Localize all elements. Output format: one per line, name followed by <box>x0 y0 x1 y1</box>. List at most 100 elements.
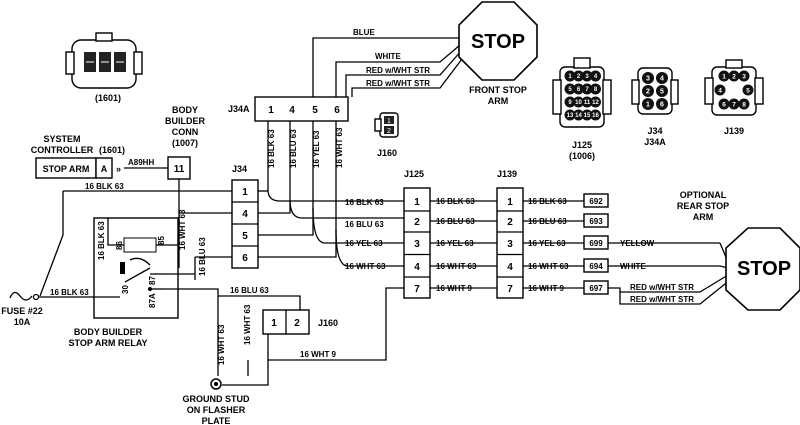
j125-icon-pin-dot <box>590 96 601 108</box>
j34a-bottom-label: J34A <box>644 137 666 147</box>
j34a-label: J34A <box>228 104 250 114</box>
j34-icon-pin-label: 5 <box>660 89 664 96</box>
j125-icon-pin-dot <box>573 70 584 82</box>
j139-out-wire-1: 16 BLK 63 <box>528 197 567 206</box>
j125-label: J125 <box>404 169 424 179</box>
body-builder-conn-ref: (1007) <box>172 138 198 148</box>
j139-pin-7: 7 <box>507 284 513 295</box>
rear-stop-sign-icon <box>725 227 800 311</box>
j125-bottom-label: J125 <box>572 140 592 150</box>
blu-j160-wire-label: 16 BLU 63 <box>230 286 269 295</box>
j139-icon-pin-label: 2 <box>732 73 736 80</box>
system-controller-ref: (1601) <box>99 145 125 155</box>
j34-icon-pin-dot <box>656 72 668 84</box>
j125-icon-pin-dot <box>590 83 601 95</box>
j125-icon-pin-dot <box>590 70 601 82</box>
front-wire-white-label: WHITE <box>375 52 401 61</box>
j125-icon-pin-label: 11 <box>584 100 591 106</box>
body-builder-conn-label-3: CONN <box>172 127 199 137</box>
j34a-pin-4: 4 <box>289 105 295 116</box>
optional-label-3: ARM <box>693 212 714 222</box>
ground-wht-1-label: 16 WHT 63 <box>217 324 226 365</box>
rear-wire-1: YELLOW <box>620 239 655 248</box>
j125-icon-pin-label: 12 <box>592 100 599 106</box>
j125-icon-pin-dot <box>564 83 576 95</box>
rear-wire-2: WHITE <box>620 262 646 271</box>
j125-pin-4: 4 <box>414 262 420 273</box>
j125-icon-pin-label: 5 <box>568 87 572 93</box>
j139-icon-pin-label: 5 <box>746 87 750 94</box>
rear-wire-3: RED w/WHT STR <box>630 283 694 292</box>
body-builder-conn-label-1: BODY <box>172 105 198 115</box>
pin-a-box <box>95 157 113 179</box>
j34-icon-pin-dot <box>642 85 654 97</box>
j34a-wire-1-label: 16 BLK 63 <box>267 129 276 168</box>
relay-pin-87: 87 <box>148 276 157 285</box>
wht-vertical-wire-label: 16 WHT 63 <box>178 209 187 250</box>
fuse-label-1: FUSE #22 <box>1 306 43 316</box>
j139-icon-pin-dot <box>718 70 730 82</box>
front-wire-blue-label: BLUE <box>353 28 375 37</box>
j139-icon-pin-dot <box>742 84 754 96</box>
j125-icon-pin-dot <box>564 70 576 82</box>
j139-icon-pin-label: 3 <box>742 73 746 80</box>
j34a-wire-4-label: 16 WHT 63 <box>335 127 344 168</box>
j139-icon-pin-label: 8 <box>742 101 746 108</box>
blk-relay-wire-label: 16 BLK 63 <box>97 221 106 260</box>
rear-stop-text: STOP <box>737 258 791 280</box>
j125-icon-pin-label: 1 <box>568 74 572 80</box>
j34a-connector <box>254 96 349 122</box>
j34-icon-pin-dot <box>642 72 654 84</box>
optional-label-1: OPTIONAL <box>680 190 727 200</box>
j125-icon-pin-label: 4 <box>594 74 598 80</box>
j34a-wire-3-label: 16 YEL 63 <box>312 130 321 168</box>
ground-label-2: ON FLASHER <box>187 405 246 415</box>
stop-arm-relay <box>93 217 179 319</box>
j139-out-wire-2: 16 BLU 63 <box>528 217 567 226</box>
rear-wire-4: RED w/WHT STR <box>630 295 694 304</box>
j125-icon-pin-label: 7 <box>585 87 589 93</box>
ground-wht-2-label: 16 WHT 63 <box>243 304 252 345</box>
relay-label-2: STOP ARM RELAY <box>68 338 147 348</box>
front-stop-arm-label-1: FRONT STOP <box>469 85 527 95</box>
j34-label: J34 <box>232 164 247 174</box>
j125-icon-pin-dot <box>581 109 593 121</box>
wht9-bottom-wire-label: 16 WHT 9 <box>300 350 337 359</box>
j34-icon-pin-dot <box>642 98 654 110</box>
relay-pin-85: 85 <box>157 236 166 245</box>
connector-1601-label: (1601) <box>95 93 121 103</box>
j139-out-wire-4: 16 WHT 63 <box>528 262 569 271</box>
system-controller-label-2: CONTROLLER <box>31 145 94 155</box>
j125-j139-wire-2: 16 BLU 63 <box>436 217 475 226</box>
j139-icon-pin-dot <box>738 98 750 110</box>
j125-j139-wire-4: 16 WHT 63 <box>436 262 477 271</box>
front-wire-red-1-label: RED w/WHT STR <box>366 66 430 75</box>
j139-label: J139 <box>497 169 517 179</box>
j139-icon-pin-dot <box>728 98 740 110</box>
relay-pin-87a: 87A <box>148 293 157 308</box>
j34-j125-wire-4: 16 WHT 63 <box>345 262 386 271</box>
j34-icon-pin-dot <box>656 98 668 110</box>
j125-pin-1: 1 <box>414 197 420 208</box>
relay-label-1: BODY BUILDER <box>74 327 143 337</box>
j125-icon-pin-label: 3 <box>585 74 589 80</box>
j125-icon-pin-dot <box>581 70 593 82</box>
connector-1601-icon <box>65 32 143 89</box>
j160-small-label: J160 <box>377 148 397 158</box>
j139-icon-pin-label: 1 <box>722 73 726 80</box>
circuit-tag-label-5: 697 <box>589 284 603 293</box>
j34-j125-wire-3: 16 YEL 63 <box>345 239 383 248</box>
j160-pin-2: 2 <box>294 318 300 329</box>
j139-icon-pin-dot <box>728 70 740 82</box>
front-stop-arm-label-2: ARM <box>488 96 509 106</box>
front-stop-sign-icon <box>458 1 538 81</box>
j34-bottom-label: J34 <box>647 126 662 136</box>
j125-pin-7: 7 <box>414 284 420 295</box>
blk-main-wire-label: 16 BLK 63 <box>85 182 124 191</box>
a89hh-label: A89HH <box>128 158 154 167</box>
j125-icon-pin-label: 8 <box>594 87 598 93</box>
j139-icon-pin-label: 4 <box>718 87 722 94</box>
